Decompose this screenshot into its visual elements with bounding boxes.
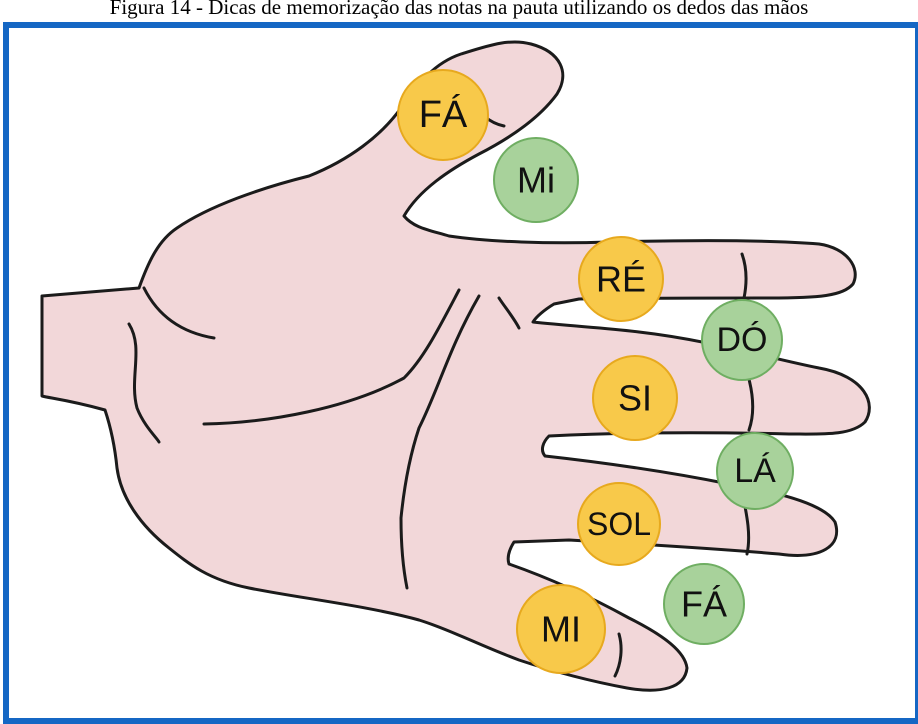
line-note-label: SOL bbox=[587, 506, 651, 542]
space-note-label: DÓ bbox=[717, 321, 768, 359]
line-note-mi-pinky: MI bbox=[517, 585, 605, 673]
space-note-label: FÁ bbox=[681, 584, 727, 625]
space-note-label: Mi bbox=[517, 160, 555, 201]
line-note-label: FÁ bbox=[419, 93, 468, 136]
hand-diagram: FÁ RÉ SI SOL MI Mi DÓ LÁ bbox=[9, 28, 915, 718]
space-note-label: LÁ bbox=[734, 452, 776, 490]
space-note-mi: Mi bbox=[494, 138, 578, 222]
line-note-sol-ring: SOL bbox=[578, 483, 660, 565]
space-note-do: DÓ bbox=[702, 300, 782, 380]
space-note-fa-bottom: FÁ bbox=[664, 564, 744, 644]
line-note-fa-thumb: FÁ bbox=[398, 70, 488, 160]
line-note-si-middle: SI bbox=[593, 356, 677, 440]
figure-caption: Figura 14 - Dicas de memorização das not… bbox=[0, 0, 918, 22]
line-note-label: RÉ bbox=[596, 259, 646, 300]
line-note-label: SI bbox=[618, 378, 652, 419]
space-note-la: LÁ bbox=[717, 433, 793, 509]
line-note-re-index: RÉ bbox=[579, 237, 663, 321]
figure-frame: FÁ RÉ SI SOL MI Mi DÓ LÁ bbox=[3, 22, 918, 724]
line-note-label: MI bbox=[541, 609, 581, 650]
